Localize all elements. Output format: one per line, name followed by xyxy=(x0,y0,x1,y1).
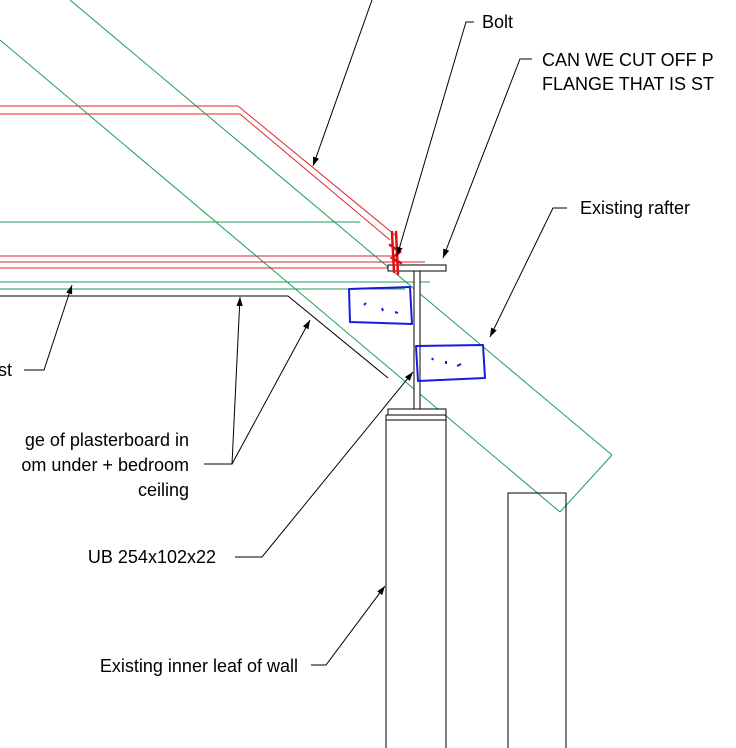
leader-existing-rafter xyxy=(489,207,567,338)
label-plasterboard-line1: ge of plasterboard in xyxy=(25,430,189,450)
roof-lines xyxy=(0,105,425,269)
label-note-line2: FLANGE THAT IS ST xyxy=(542,74,714,94)
label-existing-rafter: Existing rafter xyxy=(580,198,690,218)
markup-block-upper xyxy=(348,286,413,325)
label-plasterboard-line2: om under + bedroom xyxy=(21,455,189,475)
leader-beam xyxy=(235,371,414,558)
label-beam: UB 254x102x22 xyxy=(88,547,216,567)
label-note-line1: CAN WE CUT OFF P xyxy=(542,50,714,70)
leader-lines xyxy=(24,0,567,666)
leader-wall xyxy=(311,585,386,666)
annotation-labels: Bolt CAN WE CUT OFF P FLANGE THAT IS ST … xyxy=(0,12,714,676)
leader-note xyxy=(442,58,532,259)
existing-inner-leaf-wall xyxy=(385,414,447,748)
label-bolt: Bolt xyxy=(482,12,513,32)
existing-outer-wall xyxy=(507,492,567,748)
leader-plasterboard-a xyxy=(204,296,243,465)
leader-plasterboard-b xyxy=(231,319,311,465)
leader-joist xyxy=(24,284,73,371)
leader-roof xyxy=(312,0,373,167)
ub-steel-beam xyxy=(387,264,447,416)
label-wall: Existing inner leaf of wall xyxy=(100,656,298,676)
markup-block-lower xyxy=(415,344,486,382)
leader-bolt xyxy=(396,21,474,257)
label-joist: st xyxy=(0,360,12,380)
label-plasterboard-line3: ceiling xyxy=(138,480,189,500)
plasterboard-ceiling-line xyxy=(0,295,389,379)
